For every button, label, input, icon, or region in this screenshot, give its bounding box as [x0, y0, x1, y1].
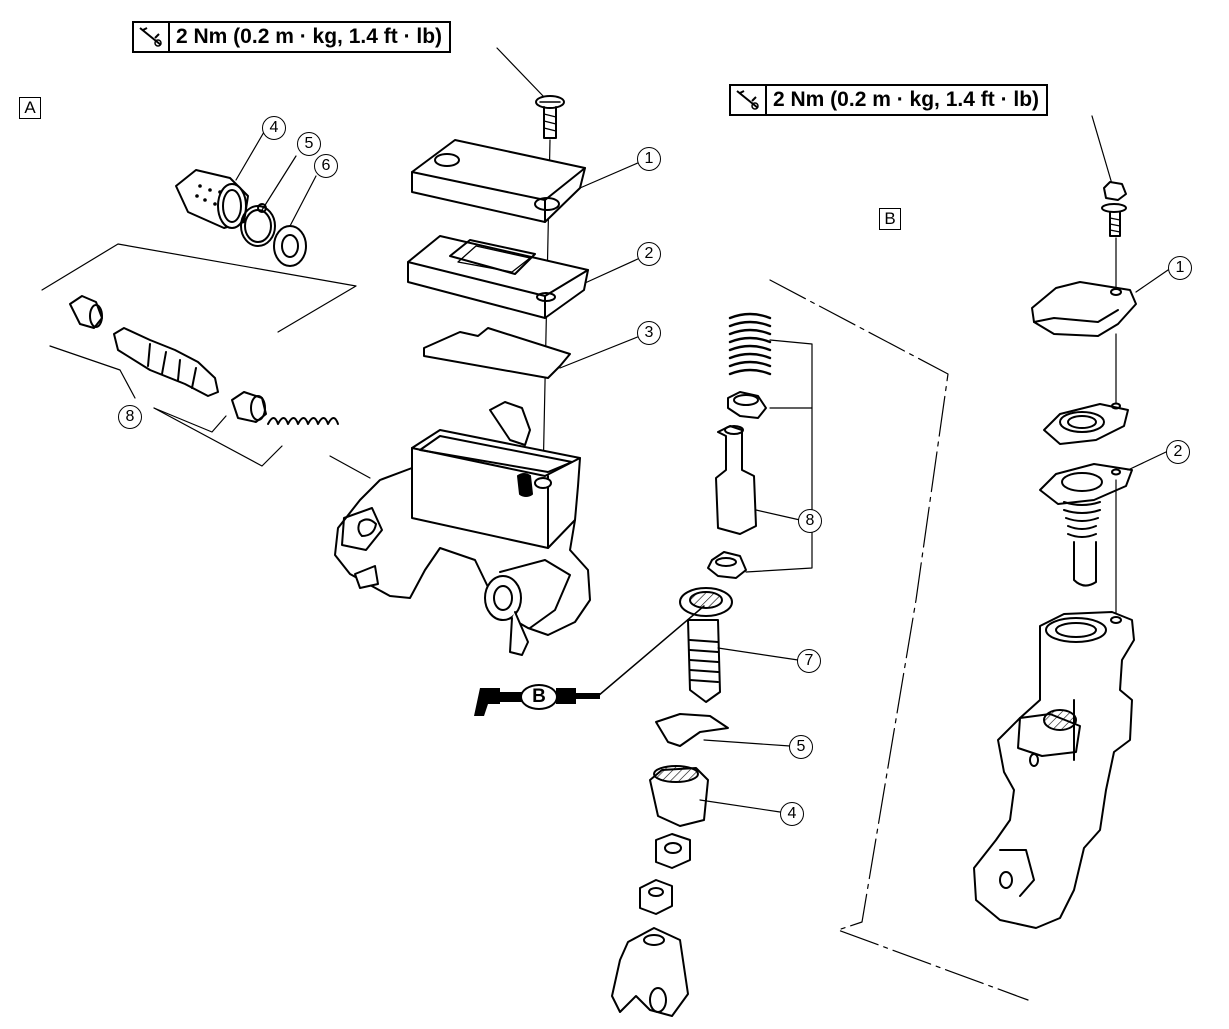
master-cylinder-body	[334, 401, 591, 656]
torque-wrench-icon	[731, 86, 767, 114]
callout-2: 2	[637, 242, 661, 266]
lubricant-b-mark: B	[520, 684, 558, 710]
grease-gun-icon	[474, 688, 600, 716]
torque-wrench-icon	[134, 23, 170, 51]
callout-3: 3	[637, 321, 661, 345]
diaphragm-plate-b	[1043, 402, 1129, 445]
hose-joint-parts	[175, 169, 307, 267]
torque-spec-text: 2 Nm (0.2 m · kg, 1.4 ft · lb)	[176, 25, 443, 48]
reservoir-cap-b	[1031, 281, 1137, 337]
torque-spec-text: 2 Nm (0.2 m · kg, 1.4 ft · lb)	[773, 88, 1040, 111]
view-label-a: A	[19, 97, 41, 119]
piston-kit-a	[69, 295, 339, 425]
callout-1: 1	[637, 147, 661, 171]
diaphragm-holder	[407, 235, 589, 319]
callout-2: 2	[1166, 440, 1190, 464]
callout-7: 7	[797, 649, 821, 673]
diaphragm	[423, 327, 571, 379]
callout-8: 8	[798, 509, 822, 533]
callout-1: 1	[1168, 256, 1192, 280]
callout-5: 5	[297, 132, 321, 156]
callout-6: 6	[314, 154, 338, 178]
spring-and-piston-b	[707, 312, 772, 579]
torque-spec-a: 2 Nm (0.2 m · kg, 1.4 ft · lb)	[132, 21, 452, 53]
torque-spec-b: 2 Nm (0.2 m · kg, 1.4 ft · lb)	[729, 84, 1049, 116]
callout-8: 8	[118, 405, 142, 429]
callout-4: 4	[780, 802, 804, 826]
push-rod-b	[611, 587, 733, 1017]
diaphragm-b	[1039, 463, 1133, 587]
reservoir-cap	[411, 139, 586, 223]
master-cylinder-body-b	[973, 611, 1135, 929]
view-label-b: B	[879, 208, 901, 230]
callout-4: 4	[262, 116, 286, 140]
callout-5: 5	[789, 735, 813, 759]
cover-bolt-b	[1101, 181, 1127, 237]
cover-screw-a	[535, 95, 565, 139]
